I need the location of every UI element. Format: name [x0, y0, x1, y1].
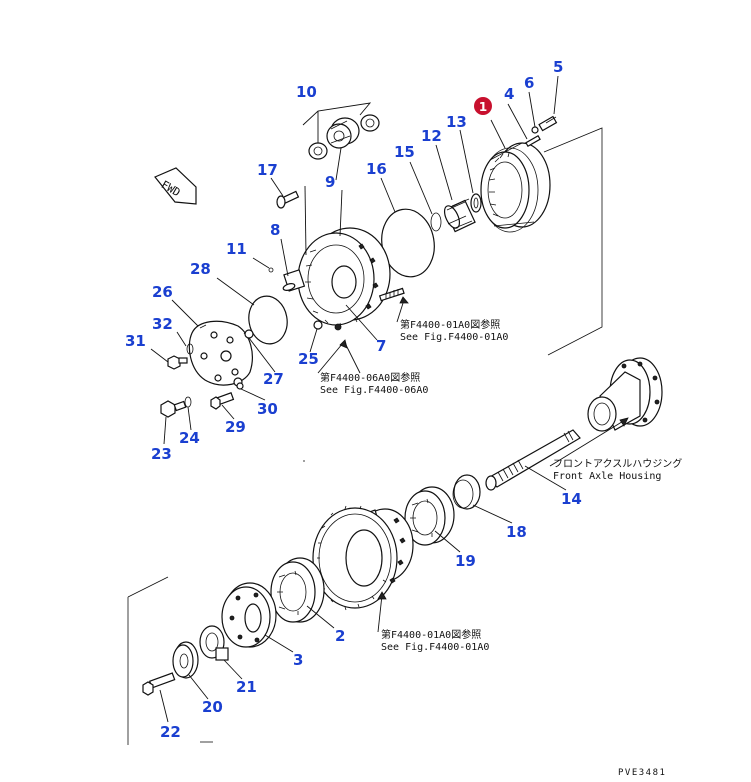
drawing-code: PVE3481 [618, 768, 666, 778]
planet-gear-9 [326, 117, 360, 149]
ref-1-jp: 第F4400-01A0図参照 [400, 318, 500, 331]
callout-3[interactable]: 3 [293, 651, 303, 669]
callout-24[interactable]: 24 [179, 429, 200, 447]
callout-1[interactable]: 1 [474, 97, 492, 115]
washer-30 [236, 382, 244, 390]
axle-shaft-14 [485, 429, 581, 491]
bolt-5 [538, 115, 558, 132]
o-ring-24 [184, 396, 192, 408]
callout-26[interactable]: 26 [152, 283, 173, 301]
washer-25 [313, 320, 342, 331]
callout-18[interactable]: 18 [506, 523, 527, 541]
callout-16[interactable]: 16 [366, 160, 387, 178]
callout-30[interactable]: 30 [257, 400, 278, 418]
callout-10[interactable]: 10 [296, 83, 317, 101]
callout-15[interactable]: 15 [394, 143, 415, 161]
callout-2[interactable]: 2 [335, 627, 345, 645]
bolt-22 [142, 672, 176, 696]
washer-20 [172, 641, 199, 679]
fwd-arrow-icon: FWD [154, 167, 197, 205]
callout-32[interactable]: 32 [152, 315, 173, 333]
callout-1-label[interactable]: 1 [479, 100, 487, 114]
pin-11 [268, 267, 274, 273]
washer-13 [470, 193, 482, 213]
shaft-8 [282, 269, 306, 292]
ref-4-en: See Fig.F4400-01A0 [381, 642, 489, 653]
callout-14[interactable]: 14 [561, 490, 582, 508]
bolt-17 [276, 190, 300, 209]
callout-28[interactable]: 28 [190, 260, 211, 278]
o-ring-28 [248, 295, 288, 345]
bearing-12 [443, 198, 476, 233]
callout-8[interactable]: 8 [270, 221, 280, 239]
bolt-23 [160, 400, 187, 418]
ref-4-jp: 第F4400-01A0図参照 [381, 628, 481, 641]
ref-2-jp: 第F4400-06A0図参照 [320, 371, 420, 384]
pin-4 [525, 134, 541, 148]
bearing-19 [404, 486, 455, 546]
ref-3-jp: フロントアクスルハウジング [553, 457, 682, 470]
retainer-3 [221, 582, 277, 648]
callout-6[interactable]: 6 [524, 74, 534, 92]
lock-plate-21 [199, 625, 229, 661]
ring-gear [480, 142, 551, 233]
callout-11[interactable]: 11 [226, 240, 247, 258]
stud-bolt [378, 287, 405, 302]
callout-29[interactable]: 29 [225, 418, 246, 436]
callout-20[interactable]: 20 [202, 698, 223, 716]
ref-1-en: See Fig.F4400-01A0 [400, 332, 508, 343]
snap-ring-15 [430, 212, 442, 232]
callout-19[interactable]: 19 [455, 552, 476, 570]
bolt-31 [167, 355, 188, 370]
bearing-2 [270, 557, 325, 623]
ref-3-en: Front Axle Housing [553, 471, 661, 482]
callout-labels: 2 3 4 5 6 7 8 9 10 11 12 13 14 15 16 17 … [125, 58, 582, 741]
callout-17[interactable]: 17 [257, 161, 278, 179]
planet-carrier-7 [297, 227, 391, 328]
seal-18 [452, 474, 481, 510]
callout-22[interactable]: 22 [160, 723, 181, 741]
leader-lines [150, 75, 629, 723]
cover-26 [188, 320, 253, 386]
washer-6 [531, 126, 539, 134]
frame-lines [127, 127, 603, 745]
reference-notes: 第F4400-01A0図参照 See Fig.F4400-01A0 第F4400… [320, 318, 682, 653]
callout-5[interactable]: 5 [553, 58, 563, 76]
callout-25[interactable]: 25 [298, 350, 319, 368]
washer-32 [186, 343, 194, 355]
callout-12[interactable]: 12 [421, 127, 442, 145]
callout-9[interactable]: 9 [325, 173, 335, 191]
thrust-washers-10 [308, 114, 380, 160]
callout-13[interactable]: 13 [446, 113, 467, 131]
callout-31[interactable]: 31 [125, 332, 146, 350]
bolt-29 [210, 392, 235, 410]
callout-23[interactable]: 23 [151, 445, 172, 463]
callout-7[interactable]: 7 [376, 337, 386, 355]
wheel-hub [312, 505, 414, 611]
callout-4[interactable]: 4 [504, 85, 514, 103]
callout-21[interactable]: 21 [236, 678, 257, 696]
front-axle-housing [587, 357, 663, 432]
callout-27[interactable]: 27 [263, 370, 284, 388]
ref-2-en: See Fig.F4400-06A0 [320, 385, 428, 396]
